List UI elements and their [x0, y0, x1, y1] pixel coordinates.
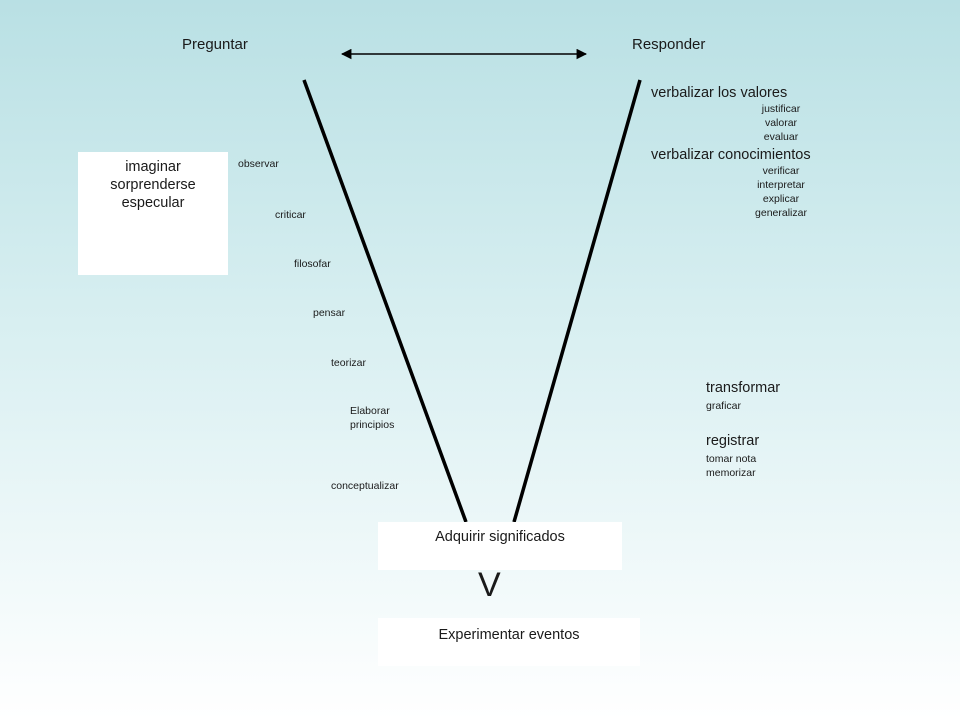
verb-filosofar: filosofar [294, 258, 331, 270]
verb-observar: observar [238, 158, 279, 170]
verb-elaborar-principios: Elaborar principios [350, 404, 394, 432]
conocimientos-item-interpretar: interpretar [757, 179, 805, 191]
imagine-line-2: sorprenderse [110, 177, 196, 193]
registrar-item-memorizar: memorizar [706, 467, 756, 479]
imagine-line-1: imaginar [125, 159, 181, 175]
valores-item-evaluar: evaluar [763, 131, 799, 143]
v-letter: V [478, 566, 501, 604]
group-conocimientos-items: verificar interpretar explicar generaliz… [730, 164, 832, 220]
group-valores-title: verbalizar los valores [651, 85, 788, 101]
imagine-box: imaginar sorprenderse especular [78, 152, 228, 275]
verb-elaborar-line-1: Elaborar [350, 405, 390, 417]
group-conocimientos-title: verbalizar conocimientos [651, 147, 811, 163]
v-right-arm [512, 79, 642, 523]
valores-item-justificar: justificar [761, 103, 801, 115]
group-transformar-title: transformar [706, 380, 781, 396]
group-valores-items: justificar valorar evaluar [730, 102, 832, 144]
registrar-item-tomar-nota: tomar nota [706, 453, 757, 465]
group-registrar-title: registrar [706, 433, 760, 449]
verb-criticar: criticar [275, 209, 306, 221]
valores-item-valorar: valorar [764, 117, 798, 129]
adquirir-box: Adquirir significados [378, 522, 622, 570]
adquirir-label: Adquirir significados [435, 529, 565, 545]
verb-teorizar: teorizar [331, 357, 367, 369]
group-registrar-items: tomar nota memorizar [706, 452, 756, 480]
verb-conceptualizar: conceptualizar [331, 480, 399, 492]
header-preguntar: Preguntar [182, 36, 248, 53]
header-responder: Responder [632, 36, 706, 53]
verb-pensar: pensar [313, 307, 346, 319]
conocimientos-item-explicar: explicar [762, 193, 800, 205]
transformar-item-graficar: graficar [706, 400, 742, 412]
experimentar-label: Experimentar eventos [438, 627, 580, 643]
conocimientos-item-generalizar: generalizar [755, 207, 807, 219]
conocimientos-item-verificar: verificar [762, 165, 800, 177]
v-left-arm [302, 79, 468, 523]
verb-elaborar-line-2: principios [350, 419, 395, 431]
experimentar-box: Experimentar eventos [378, 618, 640, 666]
imagine-line-3: especular [121, 195, 185, 211]
